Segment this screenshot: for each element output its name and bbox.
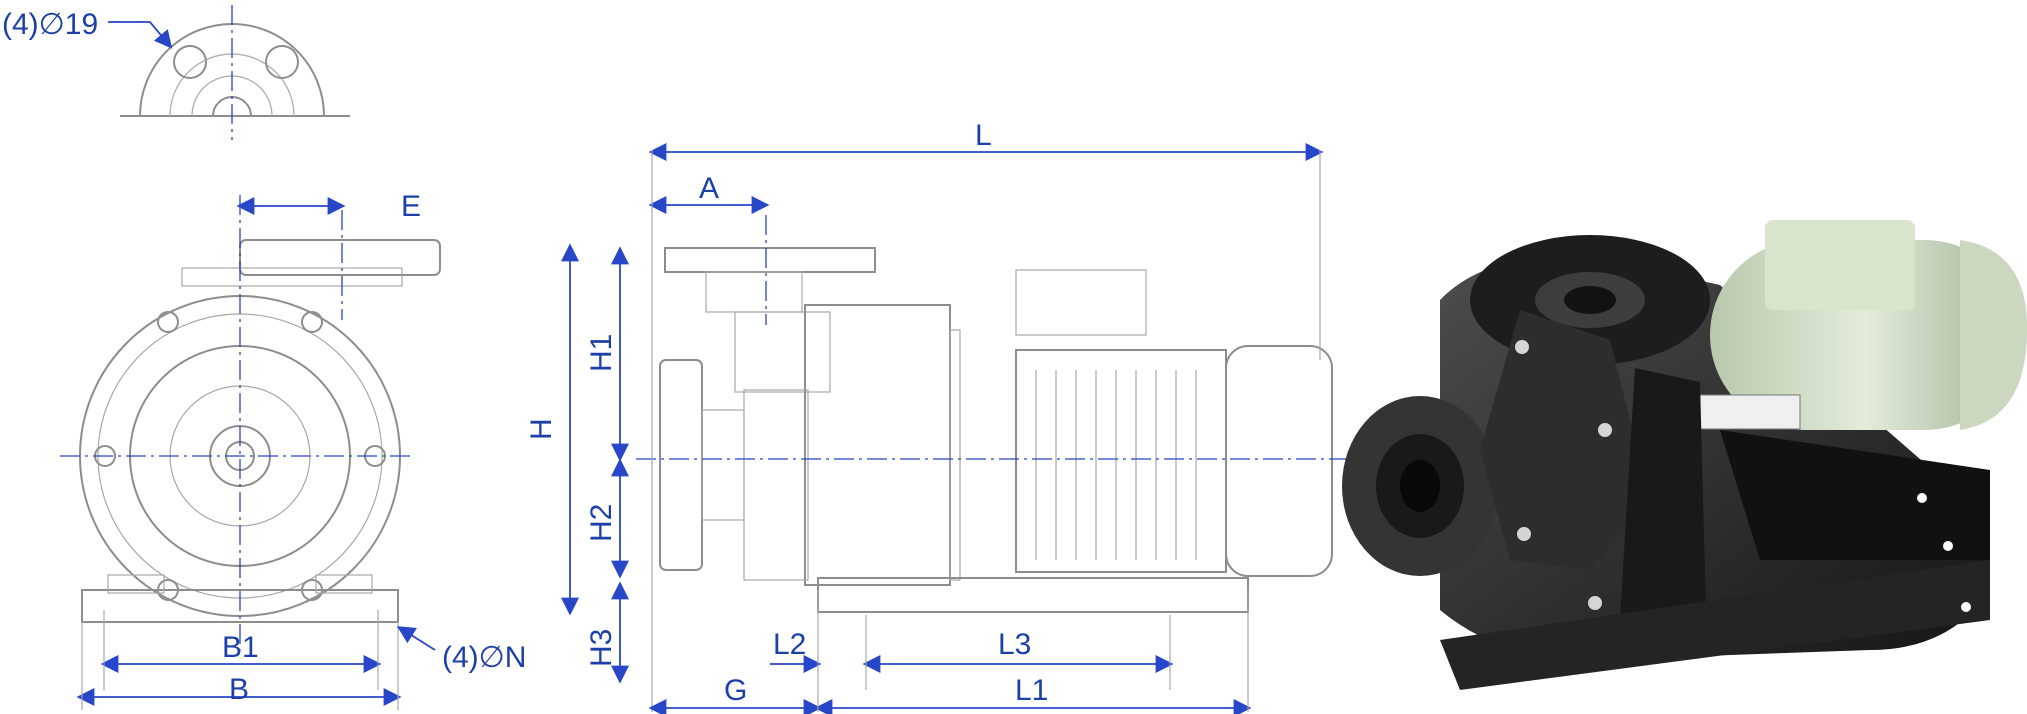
dimension-l3-label: L3 — [998, 628, 1031, 661]
bolt-holes-top-label: (4)∅19 — [2, 8, 98, 41]
dimension-h3-label: H3 — [585, 629, 618, 667]
dimension-a-label: A — [699, 172, 719, 205]
top-flange-view — [120, 5, 350, 140]
dimension-g-label: G — [724, 674, 747, 707]
dimension-l1-label: L1 — [1015, 674, 1048, 707]
bolt-holes-base-label: (4)∅N — [442, 641, 526, 674]
dimension-h1-label: H1 — [585, 334, 618, 372]
dimension-b-label: B — [229, 673, 249, 706]
pump-product-image — [1342, 220, 2027, 690]
dimension-e-label: E — [401, 190, 421, 223]
front-dimensions — [76, 21, 436, 710]
front-view-pump — [60, 195, 441, 650]
dimension-h-label: H — [525, 418, 558, 440]
dimension-l2-label: L2 — [773, 628, 806, 661]
side-view-pump — [636, 215, 1350, 613]
side-dimensions — [561, 143, 1324, 714]
dimension-h2-label: H2 — [585, 504, 618, 542]
dimension-l-label: L — [975, 119, 992, 152]
dimension-b1-label: B1 — [222, 631, 259, 664]
